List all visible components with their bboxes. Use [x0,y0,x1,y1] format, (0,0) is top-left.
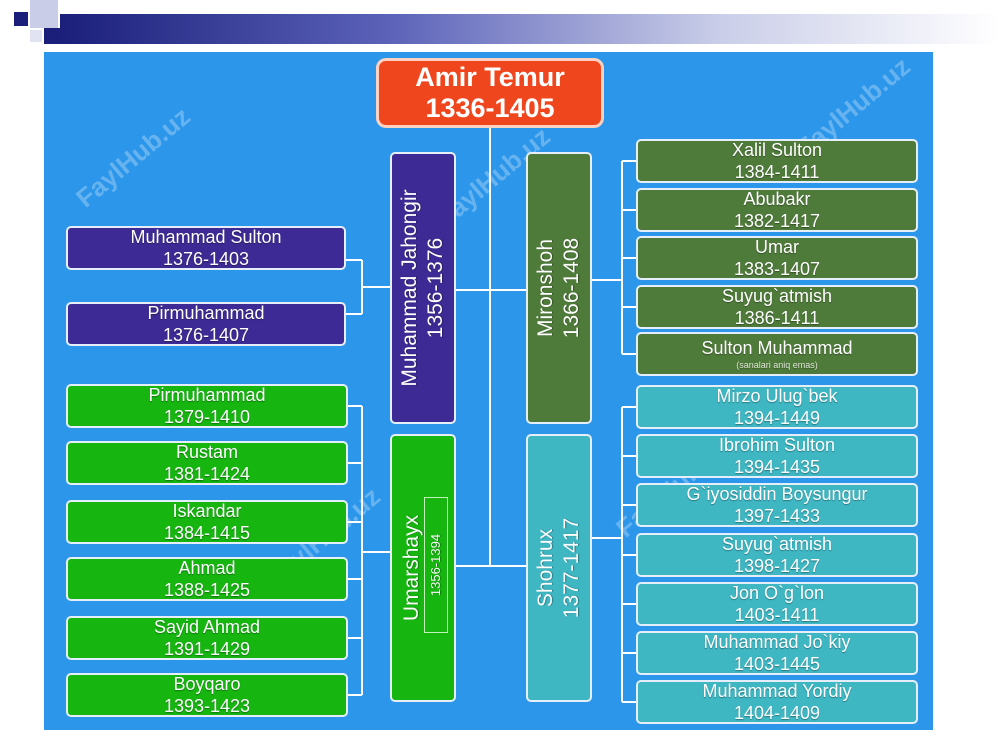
son-node-umarshayx: Umarshayx 1356-1394 [390,434,456,702]
person-name: Mirzo Ulug`bek [716,386,838,406]
decor-square [14,12,28,26]
person-name: Ibrohim Sulton [718,435,836,455]
root-name: Amir Temur [415,62,565,92]
grandchild-node: Suyug`atmish 1386-1411 [636,285,918,329]
grandchild-node: Suyug`atmish 1398-1427 [636,533,918,577]
person-years: 1394-1435 [733,457,821,477]
son-node-jahongir: Muhammad Jahongir 1356-1376 [390,152,456,424]
son-name: Umarshayx [400,514,423,622]
person-years: 1384-1411 [734,162,820,182]
person-name: Muhammad Yordiy [702,681,852,701]
person-years: 1403-1445 [733,654,821,674]
grandchild-node: Ahmad 1388-1425 [66,557,348,601]
person-name: Umar [755,237,799,257]
son-node-shohrux: Shohrux 1377-1417 [526,434,592,702]
person-years: 1384-1415 [163,523,251,543]
grandchild-node: Boyqaro 1393-1423 [66,673,348,717]
grandchild-node: Sayid Ahmad 1391-1429 [66,616,348,660]
son-node-mironshoh: Mironshoh 1366-1408 [526,152,592,424]
grandchild-node: Mirzo Ulug`bek 1394-1449 [636,385,918,429]
son-years: 1377-1417 [560,517,583,619]
grandchild-node: Sulton Muhammad (sanalari aniq emas) [636,332,918,376]
son-years: 1356-1394 [428,533,443,597]
person-years: 1397-1433 [733,506,821,526]
connector-lines [344,128,636,703]
grandchild-node: Umar 1383-1407 [636,236,918,280]
grandchild-node: Pirmuhammad 1379-1410 [66,384,348,428]
grandchild-node: Ibrohim Sulton 1394-1435 [636,434,918,478]
person-years: 1383-1407 [733,259,821,279]
person-years: 1376-1403 [162,249,250,269]
grandchild-node: Rustam 1381-1424 [66,441,348,485]
root-years: 1336-1405 [425,93,555,123]
person-years: 1376-1407 [162,325,250,345]
person-name: Xalil Sulton [731,140,823,160]
decor-square [30,30,42,42]
person-years: 1382-1417 [733,211,821,231]
son-name: Shohrux [534,528,557,608]
person-name: Muhammad Jo`kiy [703,632,851,652]
person-name: Iskandar [172,501,242,521]
son-years: 1366-1408 [560,237,583,339]
person-name: Abubakr [743,189,811,209]
person-years: 1391-1429 [163,639,251,659]
title-gradient-bar [60,14,1000,44]
person-years: 1398-1427 [733,556,821,576]
person-name: Suyug`atmish [721,534,833,554]
grandchild-node: G`iyosiddin Boysungur 1397-1433 [636,483,918,527]
person-years: 1403-1411 [734,605,820,625]
grandchild-node: Muhammad Sulton 1376-1403 [66,226,346,270]
person-years-note: (sanalari aniq emas) [736,360,818,370]
person-name: Jon O`g`lon [729,583,825,603]
grandchild-node: Pirmuhammad 1376-1407 [66,302,346,346]
person-name: G`iyosiddin Boysungur [686,484,868,504]
grandchild-node: Iskandar 1384-1415 [66,500,348,544]
decor-square [44,28,60,44]
person-name: Pirmuhammad [148,385,266,405]
person-years: 1393-1423 [163,696,251,716]
person-name: Rustam [175,442,238,462]
person-years: 1386-1411 [734,308,820,328]
son-years: 1356-1376 [424,237,447,339]
decor-square [30,0,58,28]
person-years: 1381-1424 [163,464,251,484]
grandchild-node: Abubakr 1382-1417 [636,188,918,232]
grandchild-node: Muhammad Yordiy 1404-1409 [636,680,918,724]
grandchild-node: Jon O`g`lon 1403-1411 [636,582,918,626]
person-name: Pirmuhammad [147,303,265,323]
grandchild-node: Muhammad Jo`kiy 1403-1445 [636,631,918,675]
family-tree-panel: FaylHub.uz FaylHub.uz FaylHub.uz FaylHub… [44,52,933,730]
grandchild-node: Xalil Sulton 1384-1411 [636,139,918,183]
person-name: Suyug`atmish [721,286,833,306]
person-name: Boyqaro [173,674,241,694]
son-name: Mironshoh [534,238,557,338]
son-years-badge: 1356-1394 [424,497,448,633]
person-years: 1379-1410 [163,407,251,427]
person-years: 1404-1409 [733,703,821,723]
root-node-amir-temur: Amir Temur 1336-1405 [376,58,604,128]
person-name: Ahmad [178,558,236,578]
person-name: Sulton Muhammad [701,338,853,358]
person-years: 1394-1449 [733,408,821,428]
person-name: Muhammad Sulton [130,227,282,247]
person-years: 1388-1425 [163,580,251,600]
son-name: Muhammad Jahongir [398,189,421,387]
person-name: Sayid Ahmad [153,617,261,637]
